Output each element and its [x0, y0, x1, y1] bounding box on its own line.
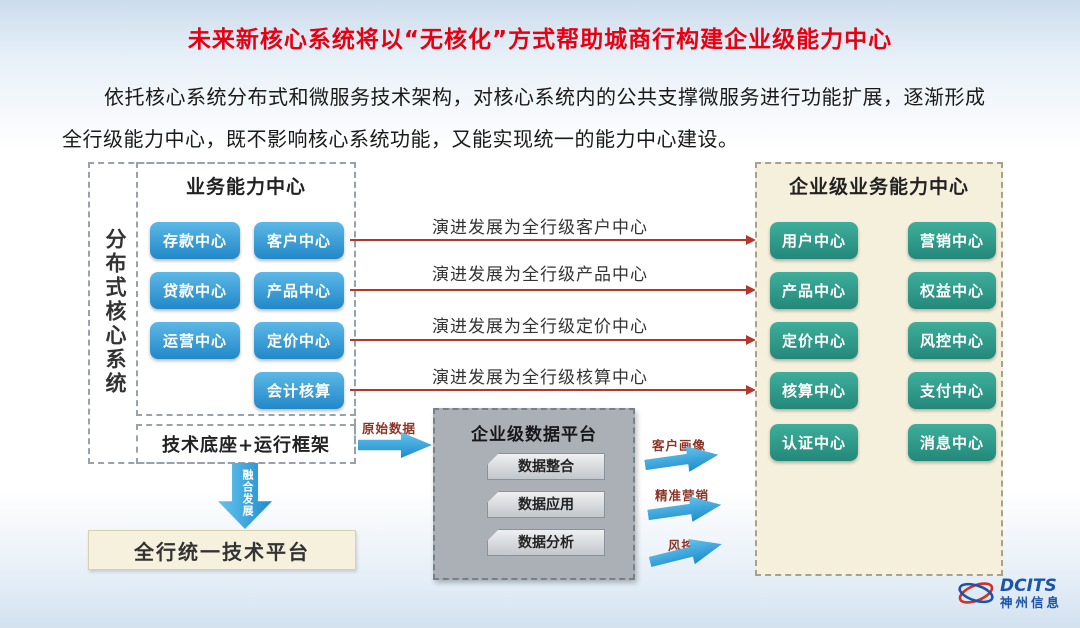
operations-center-button: 运营中心 [150, 322, 240, 359]
accounting-center-button: 会计核算 [254, 372, 344, 409]
tech-base-box: 技术底座+运行框架 [136, 424, 356, 464]
data-integration-item: 数据整合 [487, 453, 605, 480]
evolution-label-accounting: 演进发展为全行级核算中心 [432, 368, 648, 388]
data-platform-title: 企业级数据平台 [471, 425, 597, 445]
intro-line-1: 依托核心系统分布式和微服务技术架构，对核心系统内的公共支撑微服务进行功能扩展，逐… [104, 85, 986, 109]
distributed-core-label: 分布式核心系统 [103, 228, 127, 396]
risk-center-button: 风控中心 [908, 322, 996, 359]
marketing-center-button: 营销中心 [908, 222, 996, 259]
logo-company: 神州信息 [1000, 594, 1063, 610]
evolution-label-pricing: 演进发展为全行级定价中心 [432, 317, 648, 337]
evolution-arrow-pricing-icon [350, 335, 756, 345]
rights-center-button: 权益中心 [908, 272, 996, 309]
business-capability-title: 业务能力中心 [185, 176, 306, 198]
product-center2-button: 产品中心 [770, 272, 858, 309]
user-center-button: 用户中心 [770, 222, 858, 259]
dcits-logo-icon [958, 582, 994, 604]
tech-base-label: 技术底座+运行框架 [161, 435, 331, 456]
enterprise-capability-title: 企业级业务能力中心 [788, 176, 969, 198]
evolution-arrow-product-icon [350, 285, 756, 295]
accounting-center2-button: 核算中心 [770, 372, 858, 409]
intro-line-2: 全行级能力中心，既不影响核心系统功能，又能实现统一的能力中心建设。 [62, 127, 739, 151]
product-center-button: 产品中心 [254, 272, 344, 309]
evolution-arrow-customer-icon [350, 235, 756, 245]
data-application-item: 数据应用 [487, 491, 605, 518]
deposit-center-button: 存款中心 [150, 222, 240, 259]
logo-text: DCITS 神州信息 [1000, 577, 1062, 609]
merge-arrow-label: 融合发展 [241, 469, 254, 517]
evolution-label-customer: 演进发展为全行级客户中心 [432, 218, 648, 238]
message-center-button: 消息中心 [908, 424, 996, 461]
unified-platform-label: 全行统一技术平台 [134, 539, 310, 564]
pricing-center2-button: 定价中心 [770, 322, 858, 359]
customer-center-button: 客户中心 [254, 222, 344, 259]
pricing-center-button: 定价中心 [254, 322, 344, 359]
dcits-logo: DCITS 神州信息 [956, 577, 1062, 609]
intro-paragraph: 依托核心系统分布式和微服务技术架构，对核心系统内的公共支撑微服务进行功能扩展，逐… [62, 76, 1017, 160]
data-analysis-item: 数据分析 [487, 529, 605, 556]
page-title: 未来新核心系统将以“无核化”方式帮助城商行构建企业级能力中心 [187, 27, 893, 53]
unified-platform-box: 全行统一技术平台 [88, 530, 356, 570]
payment-center-button: 支付中心 [908, 372, 996, 409]
evolution-arrow-accounting-icon [350, 385, 756, 395]
loan-center-button: 贷款中心 [150, 272, 240, 309]
evolution-label-product: 演进发展为全行级产品中心 [432, 265, 648, 285]
auth-center-button: 认证中心 [770, 424, 858, 461]
raw-data-label: 原始数据 [362, 421, 417, 436]
logo-brand: DCITS [1000, 576, 1057, 596]
